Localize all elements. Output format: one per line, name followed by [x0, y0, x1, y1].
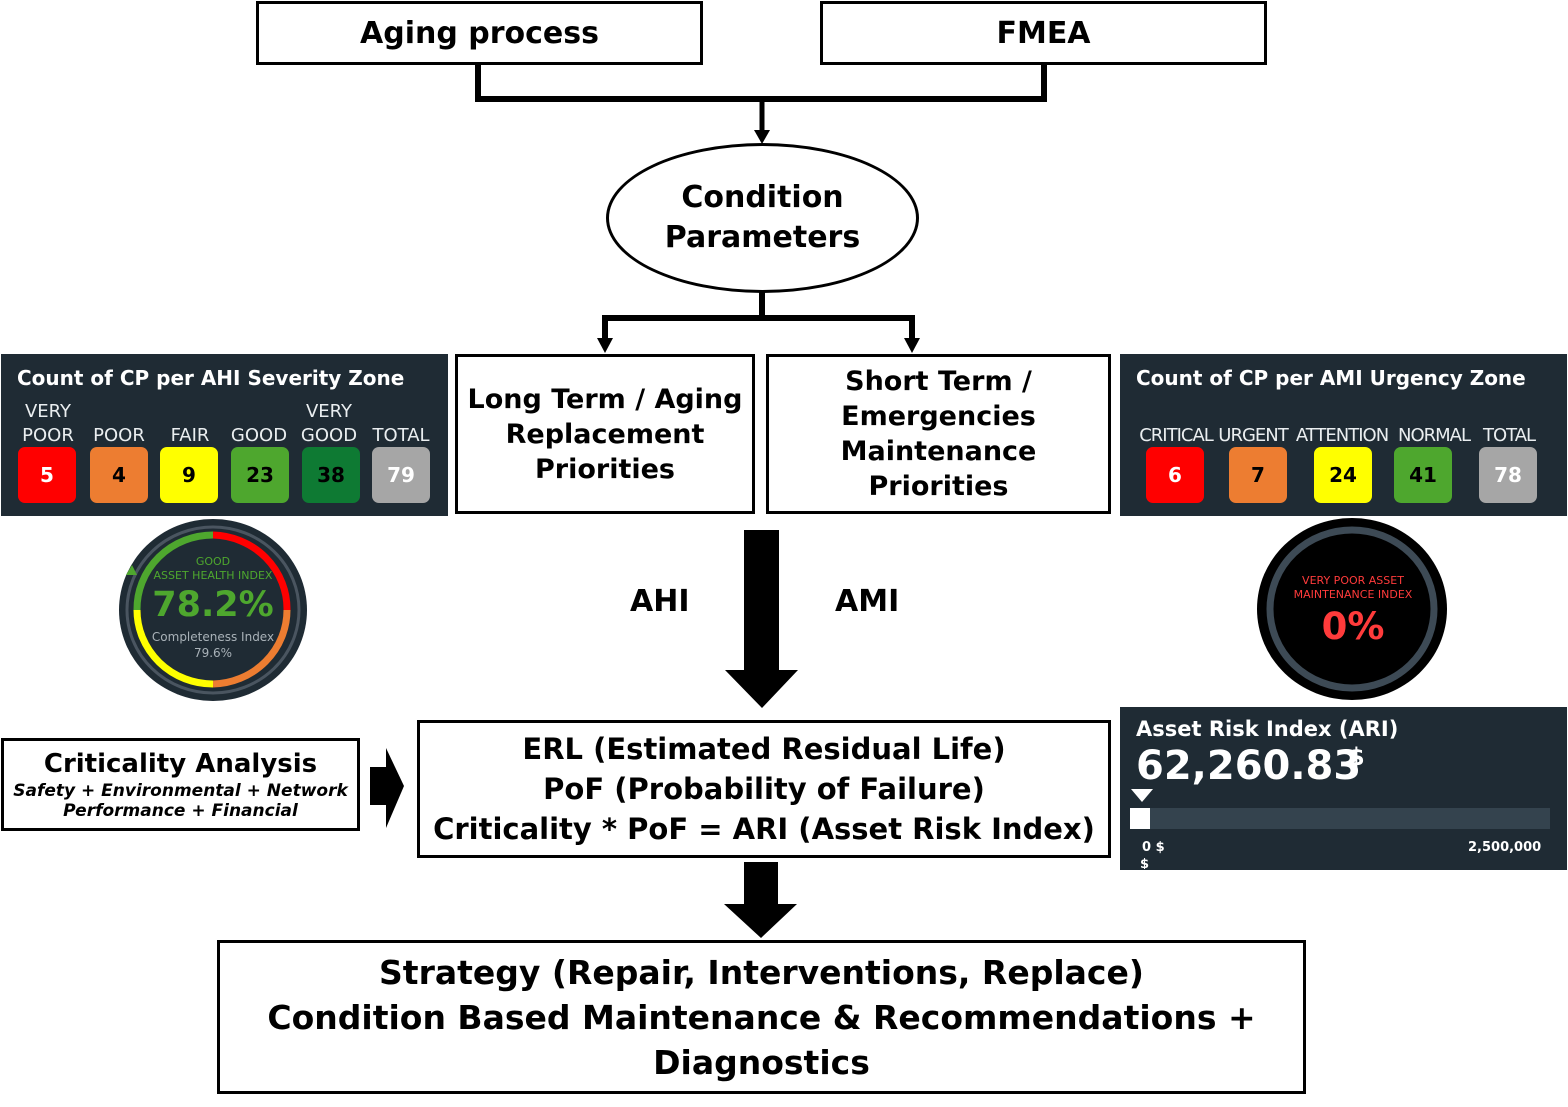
short-term-line3: Maintenance: [840, 436, 1037, 467]
ahi-zone-label-total: TOTAL: [372, 425, 430, 446]
fmea-box: FMEA: [820, 1, 1267, 65]
ahi-gauge-red-arc: [212, 531, 291, 611]
ahi-panel-title: Count of CP per AHI Severity Zone: [17, 366, 405, 390]
arrowhead-to-short-term: [904, 338, 920, 353]
fmea-label: FMEA: [996, 15, 1091, 51]
ahi-zone-label-good: GOOD: [230, 425, 288, 446]
ari-min-label: 0 $: [1142, 840, 1165, 855]
ami-zone-tile-normal: 41: [1394, 447, 1452, 503]
erl-line: ERL (Estimated Residual Life): [522, 732, 1006, 766]
arrowhead-to-condition: [754, 130, 770, 144]
ahi-zone-label-poor: POOR: [93, 425, 145, 446]
ari-min-label-extra: $: [1140, 857, 1150, 869]
ahi-zone-tile-fair: 9: [160, 447, 218, 503]
ahi-zone-tile-total: 79: [372, 447, 430, 503]
strategy-line2: Condition Based Maintenance & Recommenda…: [267, 997, 1256, 1037]
ahi-completeness-value: 79.6%: [193, 646, 233, 660]
ami-gauge-line1: VERY POOR ASSET: [1302, 574, 1404, 587]
short-term-line2: Emergencies: [841, 401, 1036, 432]
ahi-gauge-marker: [126, 565, 137, 575]
ami-gauge: VERY POOR ASSET MAINTENANCE INDEX 0%: [1256, 517, 1449, 701]
strategy-line1: Strategy (Repair, Interventions, Replace…: [379, 952, 1144, 992]
ari-progress-fill: [1130, 808, 1150, 829]
big-arrow-head: [725, 670, 798, 708]
ahi-zone-label-fair: FAIR: [170, 425, 210, 446]
ami-gauge-value: 0%: [1321, 605, 1385, 648]
split-connector: [602, 315, 915, 340]
erl-pof-ari-box: ERL (Estimated Residual Life) PoF (Proba…: [417, 720, 1111, 858]
criticality-line2: Performance + Financial: [63, 800, 298, 821]
ari-panel: Asset Risk Index (ARI) 62,260.83 $ 0 $ $…: [1120, 707, 1567, 870]
ami-panel-title: Count of CP per AMI Urgency Zone: [1136, 366, 1526, 390]
aging-process-box: Aging process: [256, 1, 703, 65]
condition-line1: Condition: [681, 180, 844, 215]
ahi-gauge-yellow-arc: [133, 609, 214, 688]
ami-zone-label-attention: ATTENTION: [1295, 425, 1389, 446]
ahi-gauge-status: GOOD: [195, 555, 231, 568]
ahi-zone-tile-very-good: 38: [302, 447, 360, 503]
long-term-box: Long Term / Aging Replacement Priorities: [455, 354, 755, 514]
ami-zone-tile-attention: 24: [1314, 447, 1372, 503]
condition-line2: Parameters: [664, 220, 861, 255]
short-term-line4: Priorities: [868, 471, 1009, 502]
ami-zone-tile-urgent: 7: [1229, 447, 1287, 503]
ari-title: Asset Risk Index (ARI): [1136, 717, 1399, 741]
criticality-arrow-shaft: [370, 767, 388, 805]
short-term-box: Short Term / Emergencies Maintenance Pri…: [766, 354, 1111, 514]
ami-zone-label-critical: CRITICAL: [1139, 425, 1214, 446]
long-term-line1: Long Term / Aging: [467, 383, 743, 415]
long-term-line3: Priorities: [534, 453, 676, 485]
criticality-arrow-head: [386, 748, 404, 828]
ami-gauge-line2: MAINTENANCE INDEX: [1293, 588, 1413, 601]
pof-line: PoF (Probability of Failure): [543, 772, 985, 806]
merge-connector: [475, 64, 1047, 102]
ami-zone-tile-total: 78: [1479, 447, 1537, 503]
strategy-line3: Diagnostics: [653, 1042, 870, 1082]
strategy-arrow-head: [724, 904, 797, 938]
ahi-completeness-label: Completeness Index: [151, 630, 275, 644]
condition-parameters-node: Condition Parameters: [606, 143, 919, 293]
ami-zone-tile-critical: 6: [1146, 447, 1204, 503]
ami-arrow-label: AMI: [835, 584, 900, 619]
ahi-gauge-orange-arc: [212, 609, 291, 688]
ari-marker-icon: [1131, 789, 1153, 802]
criticality-line1: Safety + Environmental + Network: [13, 780, 348, 801]
ahi-gauge: GOOD ASSET HEALTH INDEX 78.2% Completene…: [117, 517, 309, 703]
ahi-gauge-graphic: [119, 519, 307, 701]
aging-process-label: Aging process: [360, 15, 599, 51]
short-term-line1: Short Term /: [845, 366, 1032, 397]
criticality-title: Criticality Analysis: [43, 748, 318, 779]
ari-progress-track: [1130, 808, 1550, 829]
ahi-gauge-green-arc: [133, 531, 214, 611]
big-arrow-shaft: [744, 530, 779, 672]
long-term-line2: Replacement: [505, 418, 705, 450]
ari-currency: $: [1348, 743, 1365, 771]
ami-gauge-graphic: [1257, 518, 1447, 700]
ahi-zone-tile-poor: 4: [90, 447, 148, 503]
ahi-zone-tile-very-poor: 5: [18, 447, 76, 503]
ahi-gauge-value: 78.2%: [152, 585, 274, 625]
ami-zone-label-total: TOTAL: [1482, 425, 1536, 446]
ari-max-label: 2,500,000: [1468, 840, 1542, 855]
ahi-gauge-name: ASSET HEALTH INDEX: [153, 569, 273, 582]
ami-zone-label-normal: NORMAL: [1397, 425, 1471, 446]
ami-urgency-panel: Count of CP per AMI Urgency Zone CRITICA…: [1120, 354, 1567, 516]
ahi-zone-tile-good: 23: [231, 447, 289, 503]
arrowhead-to-long-term: [597, 338, 613, 353]
ami-zone-label-urgent: URGENT: [1218, 425, 1288, 446]
strategy-box: Strategy (Repair, Interventions, Replace…: [217, 940, 1306, 1094]
criticality-analysis-box: Criticality Analysis Safety + Environmen…: [1, 738, 360, 831]
ari-formula-line: Criticality * PoF = ARI (Asset Risk Inde…: [433, 812, 1095, 846]
ahi-arrow-label: AHI: [630, 584, 690, 619]
ari-value: 62,260.83: [1136, 743, 1362, 789]
strategy-arrow-shaft: [744, 862, 778, 907]
